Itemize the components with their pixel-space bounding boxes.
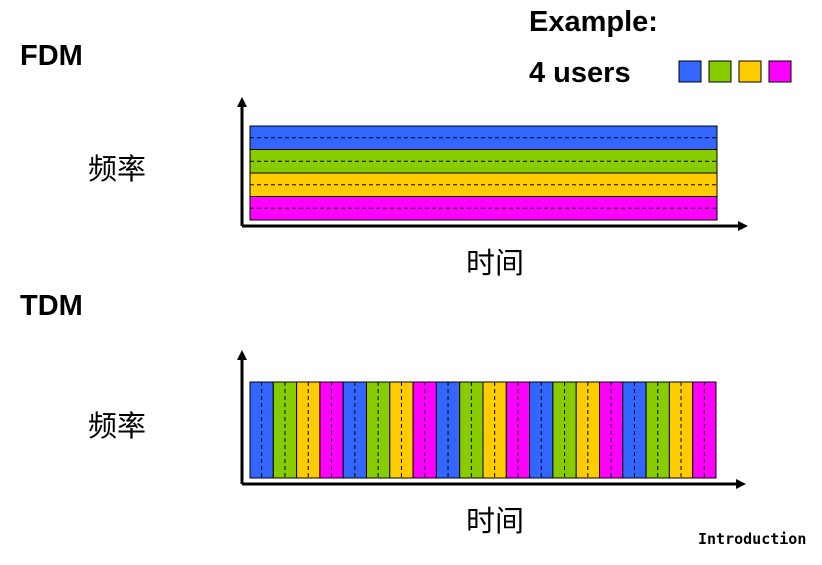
axes bbox=[237, 97, 748, 489]
tdm-x-label: 时间 bbox=[466, 504, 525, 538]
fdm-y-label: 频率 bbox=[88, 152, 147, 186]
fdm-x-arrow bbox=[738, 221, 748, 231]
tdm-y-label: 频率 bbox=[88, 409, 147, 443]
tdm-x-arrow bbox=[736, 479, 746, 489]
footer-label: Introduction bbox=[698, 530, 807, 548]
example-title: Example: bbox=[529, 6, 658, 38]
tdm-slots bbox=[249, 381, 717, 479]
fdm-bands bbox=[249, 125, 718, 221]
fdm-x-label: 时间 bbox=[466, 246, 525, 280]
legend-swatch-user2 bbox=[708, 60, 732, 83]
legend-swatch-user3 bbox=[738, 60, 762, 83]
user-color-legend bbox=[678, 60, 792, 83]
fdm-y-arrow bbox=[237, 97, 247, 107]
tdm-title: TDM bbox=[20, 290, 83, 322]
legend-swatch-user1 bbox=[678, 60, 702, 83]
tdm-y-arrow bbox=[237, 350, 247, 360]
users-label: 4 users bbox=[529, 57, 631, 89]
legend-swatch-user4 bbox=[768, 60, 792, 83]
fdm-title: FDM bbox=[20, 40, 83, 72]
